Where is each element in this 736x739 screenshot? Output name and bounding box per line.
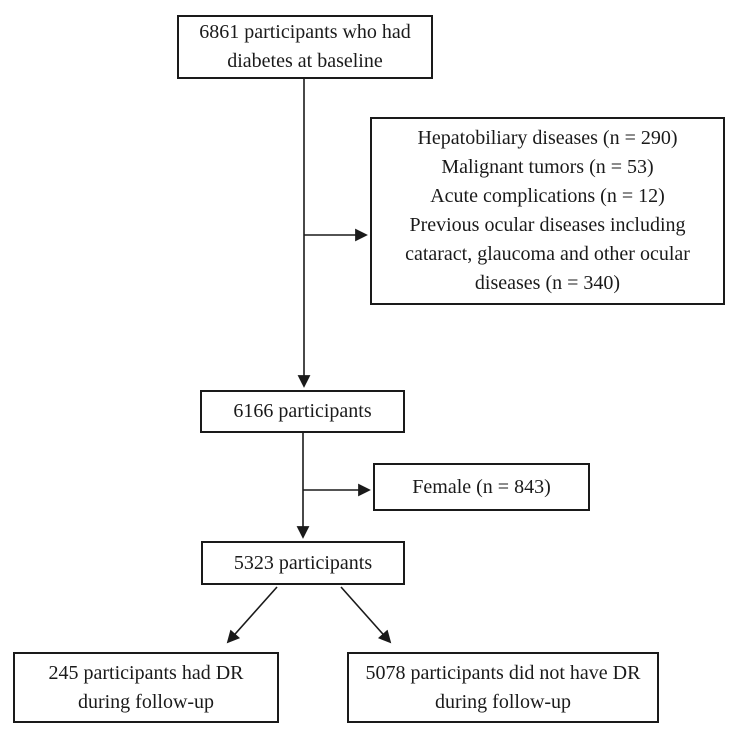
after-female-exclusion-box: 5323 participants xyxy=(201,541,405,585)
after-exclusions-label: 6166 participants xyxy=(233,400,372,422)
arrow-5323-to-nodr xyxy=(340,586,392,644)
female-excluded-box: Female (n = 843) xyxy=(373,463,590,511)
exclusion-malignant-tumors-label: Malignant tumors (n = 53) xyxy=(441,156,654,178)
exclusion-hepatobiliary-label: Hepatobiliary diseases (n = 290) xyxy=(417,127,678,149)
exclusion-acute-complications-label: Acute complications (n = 12) xyxy=(430,185,665,207)
exclusion-ocular-diseases-label: Previous ocular diseases including catar… xyxy=(405,214,690,294)
baseline-participants-label: 6861 participants who had diabetes at ba… xyxy=(199,21,411,72)
female-excluded-label: Female (n = 843) xyxy=(412,475,551,498)
after-female-exclusion-label: 5323 participants xyxy=(233,551,373,574)
after-exclusions-box: 6166 participants xyxy=(200,390,405,433)
dr-outcome-box: 245 participants had DR during follow-up xyxy=(13,652,279,723)
exclusion-criteria-box: Hepatobiliary diseases (n = 290) Maligna… xyxy=(370,117,725,305)
no-dr-outcome-box: 5078 participants did not have DR during… xyxy=(347,652,659,723)
no-dr-outcome-label: 5078 participants did not have DR during… xyxy=(365,661,641,713)
dr-outcome-label: 245 participants had DR during follow-up xyxy=(48,661,244,713)
arrow-5323-to-dr xyxy=(226,586,278,644)
baseline-participants-box: 6861 participants who had diabetes at ba… xyxy=(177,15,433,79)
